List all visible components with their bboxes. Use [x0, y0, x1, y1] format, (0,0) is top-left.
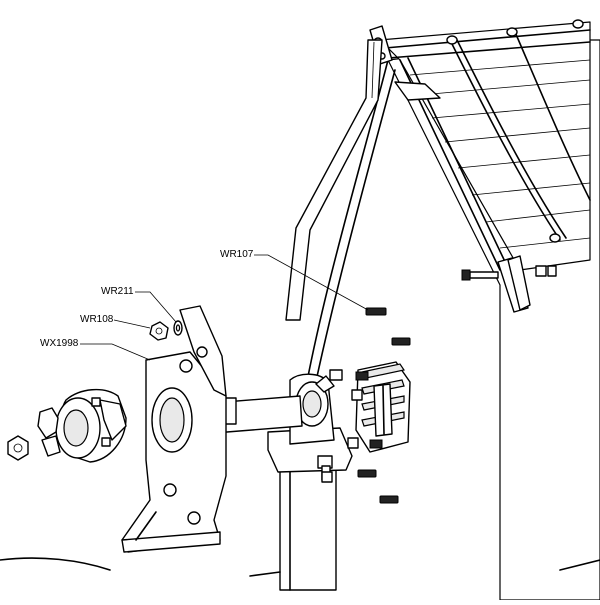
- callout-wr108: WR108: [80, 314, 114, 325]
- flange-hub: [37, 389, 127, 463]
- hex-nut-left: [7, 435, 29, 461]
- hardware-wr211-wr108: [149, 320, 183, 341]
- mounting-bracket-wx1998: [121, 305, 227, 553]
- carriage-bolts: [321, 307, 411, 504]
- hinge-bracket: [461, 255, 557, 313]
- callout-wr211: WR211: [101, 286, 134, 297]
- callout-wr107: WR107: [220, 249, 254, 260]
- leader-lines: [80, 254, 369, 361]
- support-arm: [285, 39, 383, 321]
- base-outline: [0, 557, 281, 577]
- pillow-block-bearing: [267, 373, 353, 481]
- callout-wx1998: WX1998: [40, 338, 79, 349]
